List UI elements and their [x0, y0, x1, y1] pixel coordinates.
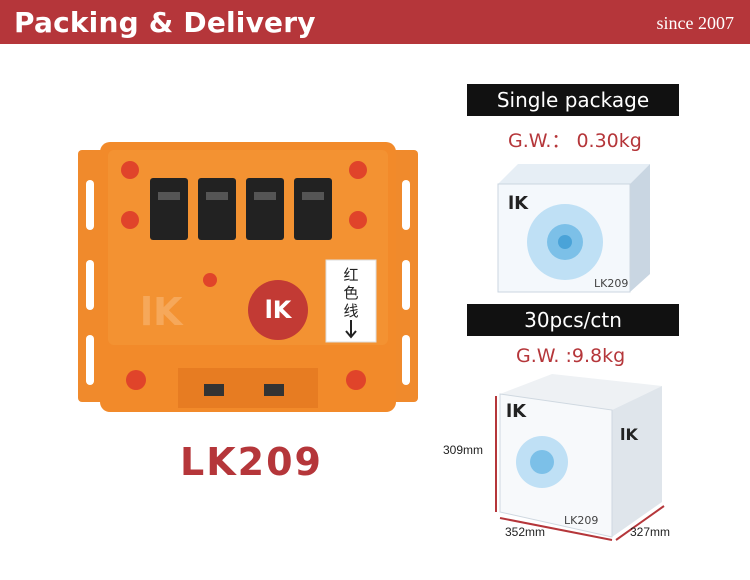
left-slot-1	[86, 180, 94, 230]
embossed-logo: lK	[140, 290, 184, 334]
switch-right	[264, 384, 284, 396]
single-package-pill: Single package	[467, 84, 679, 116]
carton-height: 309mm	[443, 443, 484, 457]
since-label: since 2007	[656, 13, 734, 33]
carton-depth: 327mm	[630, 525, 671, 539]
switch-panel	[178, 368, 318, 408]
arrow-down-icon	[345, 320, 357, 339]
sticker-logo: lK	[265, 296, 293, 324]
product-image: lK lK 红 色 线	[78, 142, 418, 412]
left-slot-2	[86, 260, 94, 310]
socket-4	[294, 178, 332, 240]
carton-pill: 30pcs/ctn	[467, 304, 679, 336]
carton-side-logo: lK	[620, 425, 638, 444]
right-slot-2	[402, 260, 410, 310]
page-title: Packing & Delivery	[14, 6, 316, 39]
single-package-box-image: lK LK209	[497, 164, 650, 293]
switch-left	[204, 384, 224, 396]
right-slot-3	[402, 335, 410, 385]
carton-weight: G.W. :9.8kg	[516, 345, 626, 367]
depth-dim-line	[615, 505, 665, 541]
single-package-weight: G.W.： 0.30kg	[508, 130, 642, 152]
wire-label-char-2: 色	[343, 284, 358, 302]
left-slot-3	[86, 335, 94, 385]
carton-model: LK209	[564, 514, 598, 527]
product-model-label: LK209	[180, 440, 323, 484]
carton-box-image: lK lK LK209	[495, 374, 665, 541]
width-dim-line	[499, 517, 613, 541]
single-box-model: LK209	[594, 277, 628, 290]
right-slot-1	[402, 180, 410, 230]
header-banner: Packing & Delivery since 2007	[0, 0, 750, 44]
socket-3	[246, 178, 284, 240]
wire-label-char-1: 红	[343, 266, 358, 284]
wire-label-char-3: 线	[343, 302, 358, 320]
socket-2	[198, 178, 236, 240]
socket-1	[150, 178, 188, 240]
brand-sticker	[248, 280, 308, 340]
carton-width: 352mm	[505, 525, 546, 539]
single-box-logo: lK	[508, 193, 529, 214]
carton-front-logo: lK	[506, 401, 527, 422]
